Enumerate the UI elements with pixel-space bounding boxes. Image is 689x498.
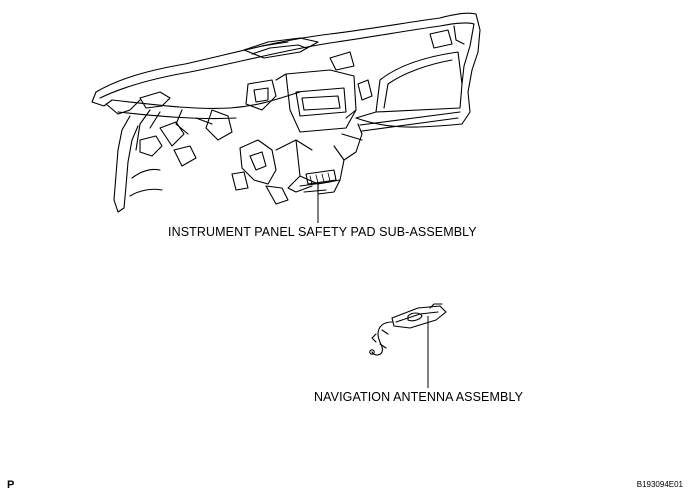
navigation-antenna-drawing <box>370 304 446 355</box>
navigation-antenna-label: NAVIGATION ANTENNA ASSEMBLY <box>314 390 524 404</box>
instrument-panel-label: INSTRUMENT PANEL SAFETY PAD SUB-ASSEMBLY <box>168 225 477 239</box>
instrument-panel-drawing <box>92 13 480 212</box>
figure-code: B193094E01 <box>636 480 683 489</box>
corner-mark: P <box>7 479 15 491</box>
